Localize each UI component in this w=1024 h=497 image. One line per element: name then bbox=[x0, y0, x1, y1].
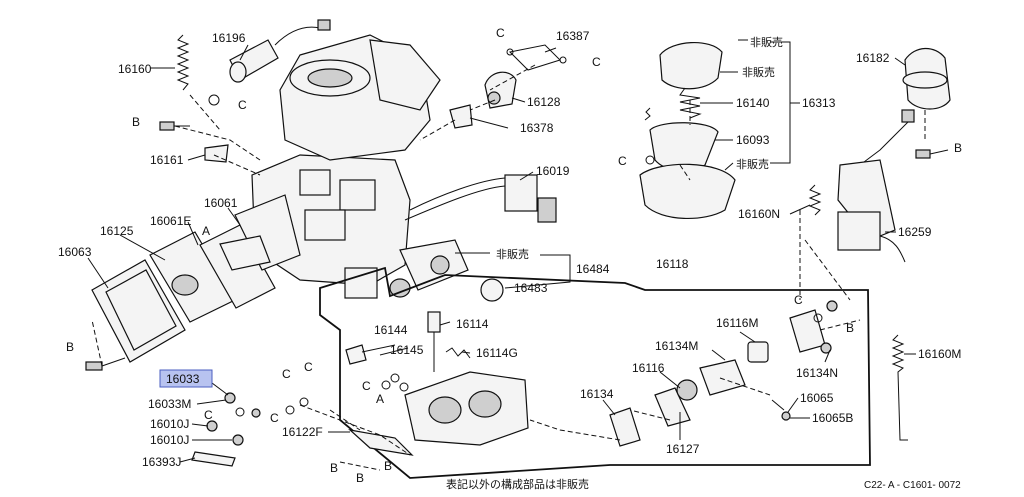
letter-C-1: C bbox=[238, 98, 247, 112]
label-16122F: 16122F bbox=[282, 425, 323, 439]
label-16313: 16313 bbox=[802, 96, 836, 110]
label-16010J-b: 16010J bbox=[150, 433, 189, 447]
label-16010J-a: 16010J bbox=[150, 417, 189, 431]
letter-B-5: B bbox=[356, 471, 364, 485]
bracket-16259 bbox=[808, 149, 949, 263]
footer-note: 表記以外の構成部品は非販売 bbox=[446, 477, 589, 491]
letter-B-3: B bbox=[330, 461, 338, 475]
bolts-left bbox=[85, 94, 309, 467]
letter-A-1: A bbox=[202, 224, 210, 238]
label-16160M: 16160M bbox=[918, 347, 961, 361]
label-16065: 16065 bbox=[800, 391, 834, 405]
highlight-16033 bbox=[159, 369, 213, 388]
label-16140: 16140 bbox=[736, 96, 770, 110]
label-16134N: 16134N bbox=[796, 366, 838, 380]
label-16065B: 16065B bbox=[812, 411, 853, 425]
letter-C-3: C bbox=[270, 411, 279, 425]
assembly-16118-boundary bbox=[319, 266, 871, 479]
leader-lines bbox=[87, 39, 916, 463]
label-16061E: 16061E bbox=[150, 214, 191, 228]
dashed-guides bbox=[91, 64, 926, 471]
label-not-sold-16484: 非販売 bbox=[496, 248, 529, 261]
label-16182: 16182 bbox=[856, 51, 890, 65]
letter-B-4: B bbox=[384, 459, 392, 473]
label-16259: 16259 bbox=[898, 225, 932, 239]
throttle-link-parts bbox=[449, 44, 567, 129]
label-16116: 16116 bbox=[632, 361, 665, 375]
letter-C-2: C bbox=[204, 408, 213, 422]
letter-B-6: B bbox=[954, 141, 962, 155]
label-16033M: 16033M bbox=[148, 397, 191, 411]
label-16114: 16114 bbox=[456, 317, 489, 331]
letter-C-4: C bbox=[282, 367, 291, 381]
label-16483: 16483 bbox=[514, 281, 548, 295]
diaphragm-assembly bbox=[639, 41, 736, 219]
label-16134M: 16134M bbox=[655, 339, 698, 353]
label-16116M: 16116M bbox=[716, 316, 758, 330]
label-16128: 16128 bbox=[527, 95, 561, 109]
letter-B-7: B bbox=[846, 321, 854, 335]
letter-B-1: B bbox=[132, 115, 140, 129]
spring-16160 bbox=[176, 34, 190, 91]
sensor-16019 bbox=[344, 174, 557, 302]
label-16093: 16093 bbox=[736, 133, 770, 147]
label-16378: 16378 bbox=[520, 121, 554, 135]
letter-C-5: C bbox=[304, 360, 313, 374]
tube-16196 bbox=[229, 19, 331, 83]
throttle-body bbox=[345, 311, 529, 456]
label-not-sold-2: 非販売 bbox=[742, 66, 775, 79]
label-not-sold-3: 非販売 bbox=[736, 158, 769, 171]
letter-B-2: B bbox=[66, 340, 74, 354]
label-16393J: 16393J bbox=[142, 455, 181, 469]
label-16160: 16160 bbox=[118, 62, 152, 76]
letter-C-6: C bbox=[362, 379, 371, 393]
diagram-code: C22- A - C1601- 0072 bbox=[864, 480, 961, 491]
letter-C-10: C bbox=[794, 293, 803, 307]
label-16114G: 16114G bbox=[476, 346, 518, 360]
float-chamber-gaskets bbox=[91, 194, 301, 363]
actuator-16182 bbox=[859, 47, 951, 166]
label-16118: 16118 bbox=[656, 257, 689, 271]
letter-A-2: A bbox=[376, 392, 384, 406]
letter-C-7: C bbox=[496, 26, 505, 40]
label-not-sold-top: 非販売 bbox=[750, 36, 783, 49]
spring-16160M bbox=[891, 334, 908, 441]
letter-C-9: C bbox=[618, 154, 627, 168]
label-16387: 16387 bbox=[556, 29, 590, 43]
label-16160N: 16160N bbox=[738, 207, 780, 221]
part-labels: 16196 16160 16161 16061 16061E 16125 160… bbox=[58, 29, 961, 469]
label-16061: 16061 bbox=[204, 196, 238, 210]
label-16134: 16134 bbox=[580, 387, 614, 401]
label-16019: 16019 bbox=[536, 164, 570, 178]
label-16144: 16144 bbox=[374, 323, 408, 337]
letter-callouts: B C A B C C C C B B B C A C C C B C B bbox=[66, 26, 962, 485]
label-16125: 16125 bbox=[100, 224, 134, 238]
label-16127: 16127 bbox=[666, 442, 700, 456]
linkage-16134 bbox=[609, 300, 838, 447]
label-16145: 16145 bbox=[390, 343, 424, 357]
label-16063: 16063 bbox=[58, 245, 92, 259]
letter-C-8: C bbox=[592, 55, 601, 69]
label-16033: 16033 bbox=[166, 372, 200, 386]
label-16484: 16484 bbox=[576, 262, 610, 276]
label-16196: 16196 bbox=[212, 31, 246, 45]
label-16161: 16161 bbox=[150, 153, 184, 167]
